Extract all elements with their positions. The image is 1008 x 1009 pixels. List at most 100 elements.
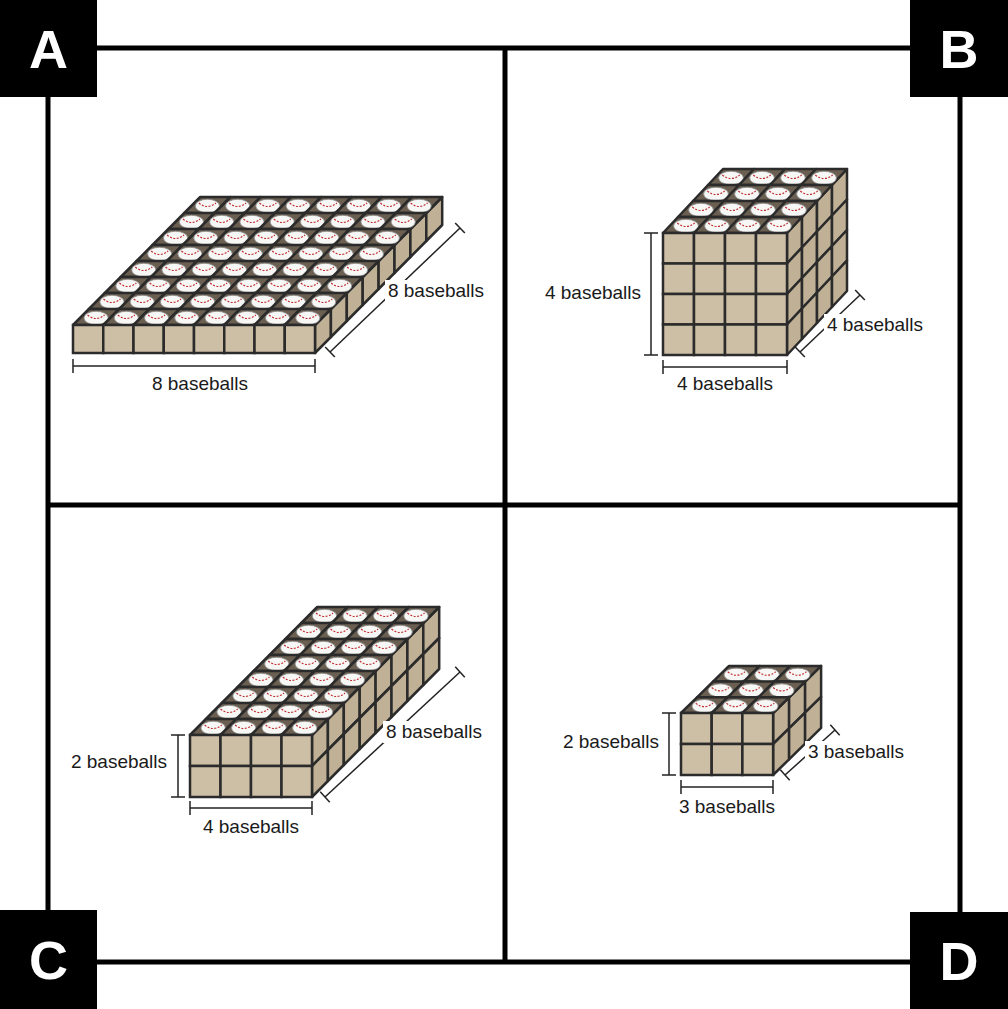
panel-letter-badge: A [0,0,97,97]
baseball [797,187,822,200]
baseball-stitch [196,267,213,271]
dimension-label: 4 baseballs [200,816,302,838]
baseball [404,609,428,622]
front-cell [756,233,787,264]
baseball [388,625,412,638]
baseball-stitch [267,693,284,697]
baseball-stitch [313,677,330,681]
front-cell [725,294,756,325]
baseball-stitch [228,235,245,239]
baseball-box [681,666,821,775]
baseball-stitch [258,235,275,239]
baseball-stitch [722,175,739,179]
dimension-tick [855,290,865,300]
dimension-label: 4 baseballs [674,373,776,395]
baseball [343,263,367,276]
baseball [782,203,807,216]
baseball-stitch [301,283,318,287]
front-cell [663,294,694,325]
dimension-label: 3 baseballs [805,741,907,763]
baseball-stitch [302,251,319,255]
front-cell [756,325,787,356]
baseball-stitch [708,223,725,227]
baseball-stitch [199,203,216,207]
baseball-stitch [256,267,273,271]
baseball-stitch [754,207,771,211]
baseball-stitch [210,283,227,287]
top-cell [774,666,821,682]
baseball-stitch [360,661,377,665]
dimension-tick [662,774,676,776]
dimension-tick [662,360,664,374]
baseball-stitch [197,235,214,239]
baseball [785,668,810,681]
baseball-stitch [331,283,348,287]
top-cell [756,217,802,233]
baseball-stitch [350,203,367,207]
baseball [328,279,352,292]
top-cell [771,201,817,217]
side-cell [344,718,360,765]
baseball [375,231,399,244]
front-cell [694,233,725,264]
dimension-tick [171,734,185,736]
baseball-stitch [135,267,152,271]
baseball [407,199,431,212]
baseball-stitch [269,315,286,319]
baseball-stitch [252,677,269,681]
baseball [356,657,380,670]
dimension-tick [780,770,789,780]
baseball-stitch [119,283,136,287]
baseball-stitch [696,703,713,707]
baseball-stitch [297,693,314,697]
dimension-line [681,786,773,788]
front-cell [712,713,743,744]
baseball-stitch [148,315,165,319]
baseball [767,219,792,232]
baseball-stitch [240,283,257,287]
front-cell [255,325,285,353]
baseball-stitch [753,175,770,179]
front-cell [190,735,221,766]
front-cell [725,233,756,264]
dimension-tick [455,223,465,233]
panel-letter-badge: C [0,910,97,1009]
dimension-tick [772,780,774,794]
front-cell [742,744,773,775]
baseball-stitch [181,251,198,255]
top-cell [801,169,847,185]
baseball-stitch [349,235,366,239]
dimension-label: 8 baseballs [385,280,487,302]
baseball-stitch [785,207,802,211]
baseball-stitch [329,661,346,665]
frame-border [48,48,960,962]
panel-letter: D [940,934,979,988]
dimension-brackets [73,223,865,815]
top-cell [396,197,442,213]
dimension-tick [72,359,74,373]
top-cell [301,293,347,309]
top-cell [786,185,832,201]
baseball-stitch [789,672,806,676]
front-cell [73,325,103,353]
front-cell [756,264,787,295]
panel-letter-badge: B [910,0,1008,97]
baseball-stitch [361,629,378,633]
front-cell [221,766,252,797]
front-cell [742,713,773,744]
baseball-stitch [299,315,316,319]
front-cell [251,735,282,766]
baseball-stitch [178,315,195,319]
baseball-stitch [315,299,332,303]
baseball-stitch [346,613,363,617]
baseball [359,247,383,260]
baseball-stitch [288,235,305,239]
baseball-stitch [213,219,230,223]
baseball-stitch [344,677,361,681]
baseball-stitch [166,267,183,271]
baseball-stitch [395,219,412,223]
baseball-stitch [180,283,197,287]
baseball-stitch [239,315,256,319]
baseball-stitch [365,219,382,223]
baseball-stitch [723,207,740,211]
